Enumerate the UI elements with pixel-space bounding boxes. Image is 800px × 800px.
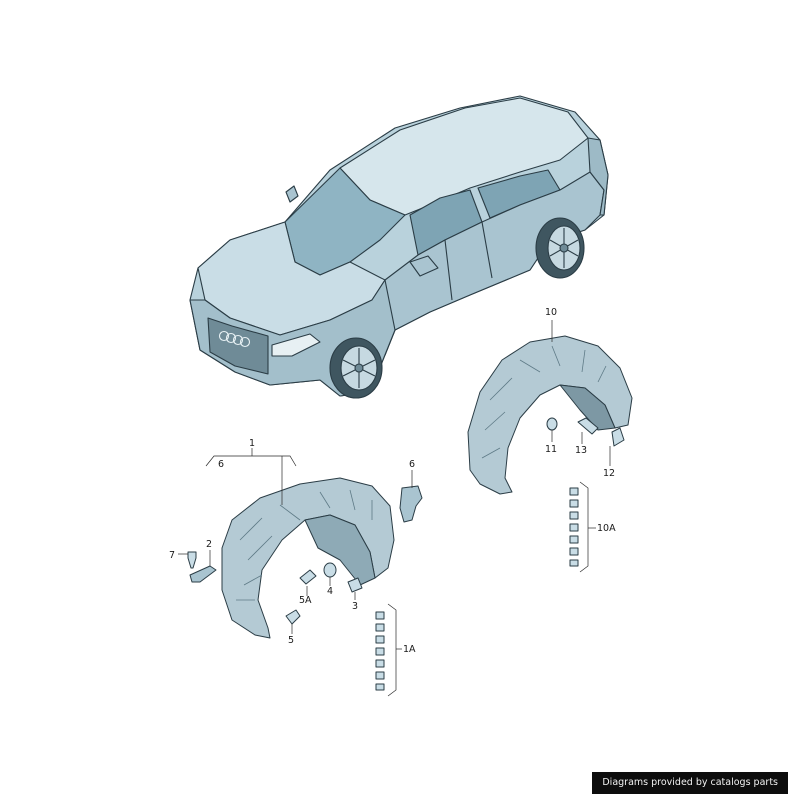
part-13-screw [577,417,599,435]
car-mirror [409,255,439,277]
callout-4: 4 [327,586,333,597]
part-1A-fastener-set [375,611,385,691]
front-wheel-housing-liner [187,477,423,691]
callout-1: 1 [249,438,255,449]
part-5-screw [285,609,301,625]
car-headlight [271,333,321,357]
car-side-panel [384,171,605,356]
car-rear-wheel [535,217,585,279]
callout-10: 10 [545,307,557,318]
callout-labels: 1 6 6 7 2 5A 4 3 5 1A 10 11 13 12 10A [169,307,616,655]
rear-liner-inner [559,384,616,431]
part-4-nut [323,562,337,578]
car-front-wheel [329,337,383,399]
car-illustration [189,95,609,399]
rear-wheel-housing-liner [467,335,633,567]
callout-6-right: 6 [409,459,415,470]
leader-lines [178,320,611,697]
car-mirror-left [285,185,299,203]
front-liner-ribs [236,489,373,601]
car-door-line [444,221,493,301]
part-6-bracket [399,485,423,523]
callout-5: 5 [288,635,294,646]
callout-11: 11 [545,444,557,455]
part-12-screw [611,427,625,447]
credit-badge: Diagrams provided by catalogs parts [592,772,788,794]
part-7-screw [187,551,197,569]
callout-12: 12 [603,468,615,479]
part-11-nut [546,417,558,431]
part-5A-screw [299,569,317,585]
callout-10A: 10A [597,523,616,534]
callout-3: 3 [352,601,358,612]
callout-13: 13 [575,445,587,456]
callout-1A: 1A [403,644,416,655]
callout-6-left: 6 [218,459,224,470]
callout-2: 2 [206,539,212,550]
callout-7: 7 [169,550,175,561]
car-logo-rings [218,330,251,348]
part-10A-fastener-set [569,487,579,567]
callout-5A: 5A [299,595,312,606]
front-liner-inner [304,514,376,586]
part-2-clip [189,565,217,583]
rear-liner-ribs [481,345,607,459]
car-rear [587,137,609,216]
part-3-clip [347,577,363,593]
